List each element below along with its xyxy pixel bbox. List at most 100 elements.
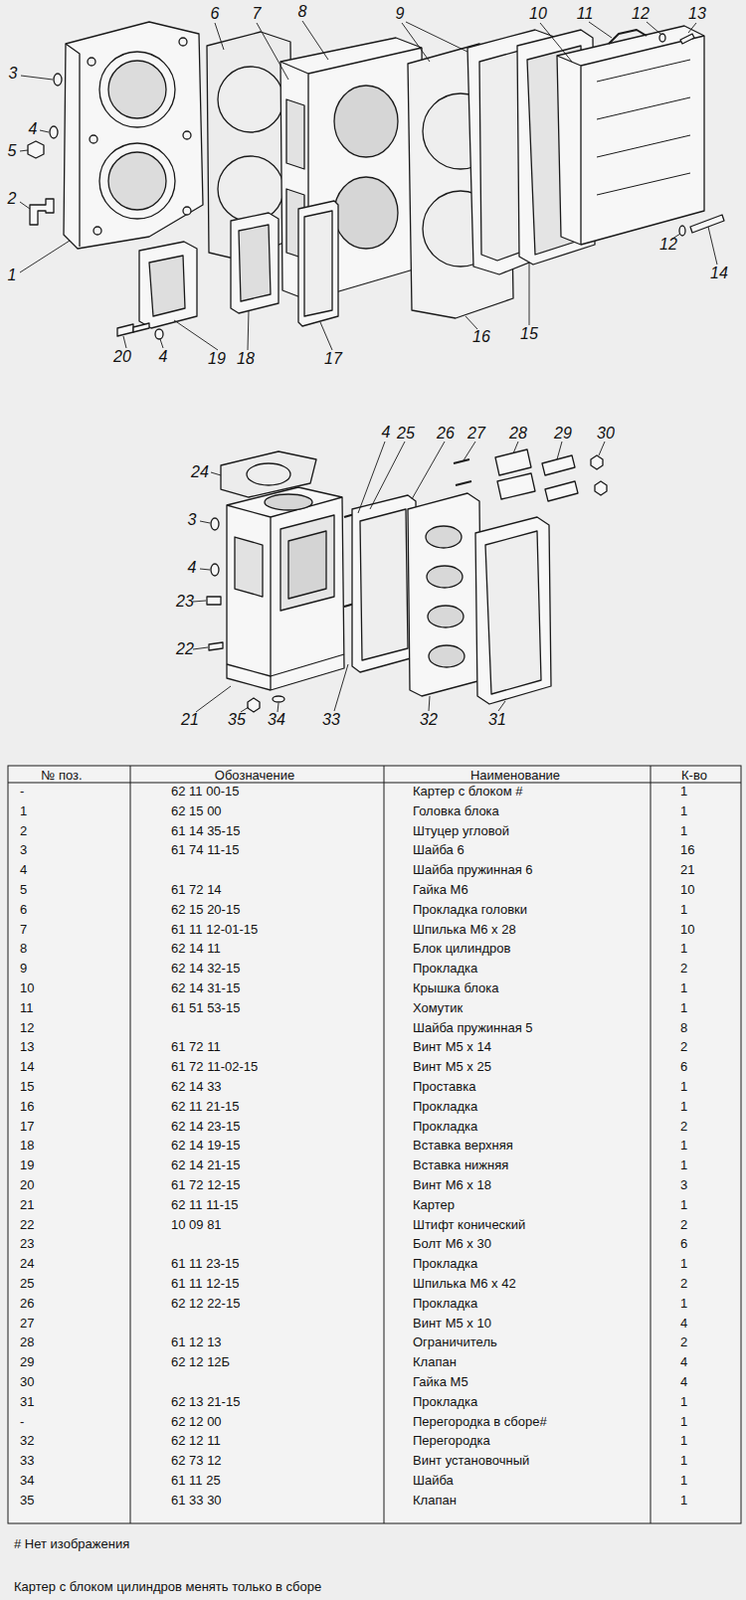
table-cell: 62 11 00-15 xyxy=(171,783,239,799)
table-cell: 1 xyxy=(680,1413,688,1429)
callout-number: 16 xyxy=(472,328,491,347)
table-cell: 31 xyxy=(19,1393,34,1409)
table-cell: 62 14 32-15 xyxy=(171,960,240,976)
table-cell: Штуцер угловой xyxy=(412,822,510,838)
callout-number: 7 xyxy=(252,4,262,23)
table-cell: 61 11 23-15 xyxy=(171,1256,239,1272)
table-cell: Гайка М6 xyxy=(412,882,469,898)
callout-number: 5 xyxy=(7,142,17,161)
table-cell: 62 14 31-15 xyxy=(171,980,240,996)
table-cell: Перегородка в сборе# xyxy=(412,1413,548,1429)
table-cell: 1 xyxy=(680,1137,688,1153)
table-cell: Прокладка xyxy=(412,1393,478,1409)
table-cell: 3 xyxy=(19,842,27,858)
table-cell: 27 xyxy=(19,1314,34,1330)
callout-number: 1 xyxy=(7,266,17,285)
callout-number: 22 xyxy=(176,640,194,659)
callout-number: 27 xyxy=(467,424,486,443)
table-cell: 24 xyxy=(19,1256,34,1272)
callout-number: 12 xyxy=(631,4,650,23)
table-cell: 62 73 12 xyxy=(171,1453,222,1469)
table-cell: Шайба 6 xyxy=(412,842,465,858)
table-cell: Проставка xyxy=(412,1079,476,1095)
table-cell: 62 11 11-15 xyxy=(171,1196,238,1212)
callout-number: 4 xyxy=(187,559,197,577)
table-cell: 10 09 81 xyxy=(171,1216,222,1232)
table-cell: 61 74 11-15 xyxy=(171,842,239,858)
table-cell: 1 xyxy=(680,1157,688,1173)
table-cell: 32 xyxy=(19,1433,34,1449)
table-cell: Прокладка xyxy=(412,1098,478,1114)
parts-table-grid xyxy=(7,765,742,1524)
crankcase-drawing xyxy=(206,449,607,713)
table-cell: 62 15 20-15 xyxy=(171,901,240,917)
table-cell: 62 12 22-15 xyxy=(171,1295,240,1310)
table-cell: 34 xyxy=(19,1473,34,1489)
table-header: Обозначение xyxy=(214,767,295,783)
table-cell: 61 51 53-15 xyxy=(171,999,240,1015)
table-header: Наименование xyxy=(470,767,560,783)
table-cell: Винт М5 x 25 xyxy=(412,1059,492,1075)
table-cell: 2 xyxy=(680,1276,688,1292)
table-cell: Прокладка xyxy=(412,960,478,976)
table-cell: Прокладка xyxy=(412,1118,478,1133)
table-cell: 30 xyxy=(19,1374,34,1390)
callout-number: 20 xyxy=(113,348,132,367)
table-cell: - xyxy=(19,1413,24,1429)
callout-number: 6 xyxy=(210,4,220,23)
table-cell: Перегородка xyxy=(412,1433,491,1449)
table-cell: 1 xyxy=(680,980,688,996)
table-cell: 1 xyxy=(680,802,688,818)
table-cell: Блок цилиндров xyxy=(412,940,511,956)
table-cell: 2 xyxy=(680,1334,688,1350)
table-cell: 1 xyxy=(680,1492,688,1507)
parts-drawing xyxy=(27,21,725,340)
table-cell: 1 xyxy=(680,1196,688,1212)
table-cell: 11 xyxy=(19,999,34,1015)
table-cell: 8 xyxy=(19,940,27,956)
table-cell: 62 12 12Б xyxy=(171,1354,230,1370)
table-cell: Винт установочный xyxy=(412,1453,530,1469)
table-cell: 1 xyxy=(680,1433,688,1449)
callout-number: 10 xyxy=(529,4,548,23)
table-cell: Шайба xyxy=(412,1473,454,1489)
table-cell: 1 xyxy=(19,802,27,818)
callout-number: 33 xyxy=(322,711,341,730)
table-cell: 4 xyxy=(19,862,27,878)
table-cell: 61 11 25 xyxy=(171,1473,221,1489)
table-cell: Вставка нижняя xyxy=(412,1157,509,1173)
table-cell: 1 xyxy=(680,1079,688,1095)
table-cell: 1 xyxy=(680,1098,688,1114)
table-cell: 20 xyxy=(19,1177,34,1193)
table-cell: Прокладка головки xyxy=(412,901,528,917)
table-cell: Штифт конический xyxy=(412,1216,526,1232)
table-cell: Гайка М5 xyxy=(412,1374,469,1390)
table-cell: 4 xyxy=(680,1374,688,1390)
table-cell: 61 72 12-15 xyxy=(171,1177,240,1193)
callout-number: 29 xyxy=(554,424,572,443)
footnote: # Нет изображения xyxy=(13,1536,130,1552)
table-header: К-во xyxy=(681,767,708,783)
table-cell: Винт М5 x 14 xyxy=(412,1039,492,1055)
table-cell: 1 xyxy=(680,940,688,956)
callout-number: 21 xyxy=(181,711,199,730)
table-cell: 1 xyxy=(680,901,688,917)
callout-number: 28 xyxy=(509,424,528,443)
table-cell: 62 14 11 xyxy=(171,940,221,956)
callout-number: 15 xyxy=(520,325,539,344)
table-cell: 1 xyxy=(680,1453,688,1469)
table-cell: Шайба пружинная 6 xyxy=(412,862,534,878)
table-cell: Шайба пружинная 5 xyxy=(412,1019,534,1035)
callout-number: 9 xyxy=(395,4,405,23)
table-header: № поз. xyxy=(40,767,82,783)
table-cell: Хомутик xyxy=(412,999,463,1015)
callout-number: 34 xyxy=(267,711,286,730)
table-cell: 25 xyxy=(19,1276,34,1292)
table-cell: 35 xyxy=(19,1492,34,1507)
table-cell: 8 xyxy=(680,1019,688,1035)
table-cell: 22 xyxy=(19,1216,34,1232)
table-cell: 13 xyxy=(19,1039,34,1055)
table-cell: Картер xyxy=(412,1196,455,1212)
callout-number: 3 xyxy=(187,511,197,530)
